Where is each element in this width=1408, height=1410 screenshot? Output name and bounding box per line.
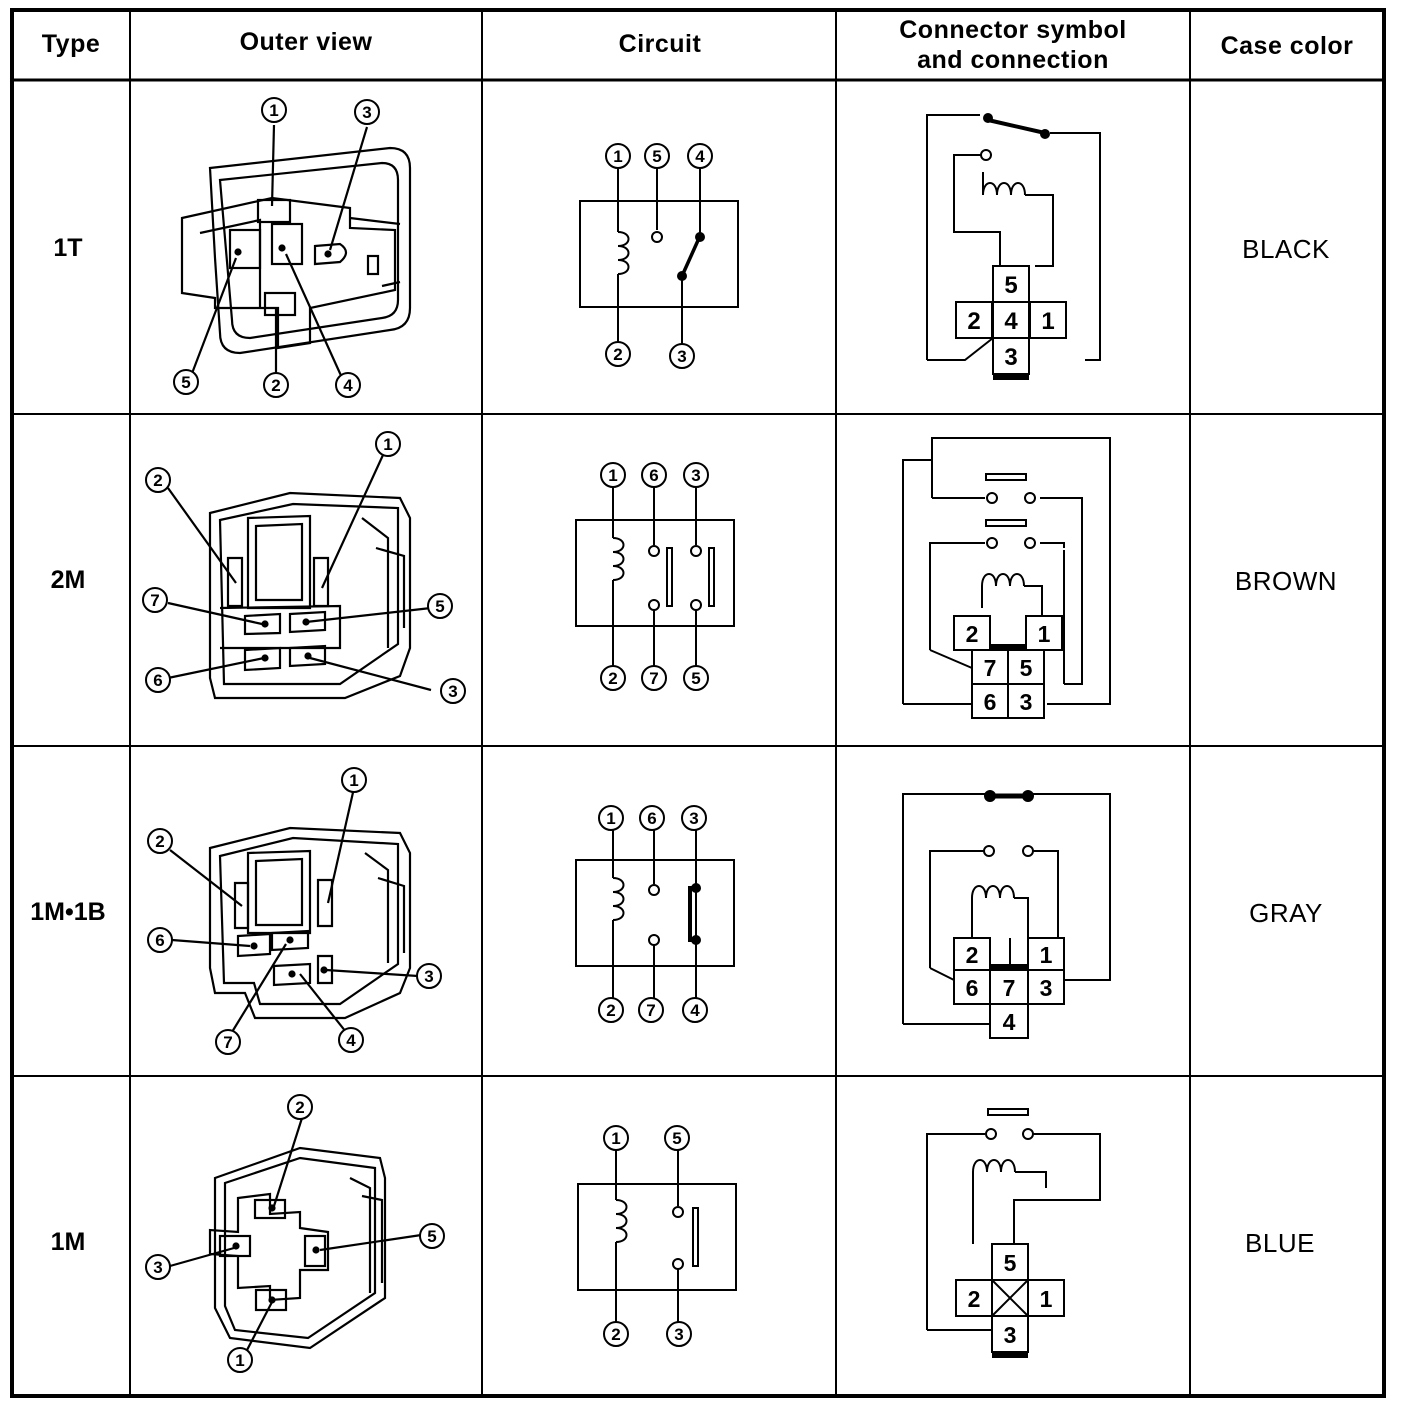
header-row: Type Outer view Circuit Connector symbol…: [42, 16, 1354, 74]
svg-text:2: 2: [966, 942, 979, 968]
svg-text:2: 2: [153, 471, 162, 490]
circuit-2m: 1 6 3 2 7 5: [575, 462, 735, 691]
svg-text:6: 6: [153, 671, 162, 690]
svg-text:7: 7: [646, 1001, 655, 1020]
svg-text:1: 1: [1040, 1286, 1053, 1312]
svg-text:3: 3: [1004, 1322, 1017, 1348]
svg-text:5: 5: [1004, 272, 1017, 299]
svg-text:6: 6: [966, 975, 979, 1001]
svg-text:4: 4: [343, 376, 353, 395]
svg-text:6: 6: [155, 931, 164, 950]
svg-text:3: 3: [674, 1325, 683, 1344]
svg-text:1: 1: [349, 771, 358, 790]
svg-text:7: 7: [1003, 975, 1016, 1001]
svg-text:6: 6: [647, 809, 656, 828]
outer-view-1t-pins: 1 3 5 2 4: [173, 97, 380, 398]
svg-text:5: 5: [691, 669, 700, 688]
circuit-1t: 1 5 4 2 3: [579, 143, 739, 369]
type-1t: 1T: [53, 234, 82, 262]
circuit-1m: 1 5 2 3: [577, 1125, 737, 1347]
svg-text:1: 1: [608, 466, 617, 485]
svg-text:1: 1: [235, 1351, 244, 1370]
svg-text:2: 2: [271, 376, 280, 395]
svg-text:7: 7: [223, 1033, 232, 1052]
svg-text:5: 5: [427, 1227, 436, 1246]
header-outer-view: Outer view: [240, 28, 373, 56]
svg-text:5: 5: [1020, 655, 1033, 681]
svg-text:2: 2: [155, 832, 164, 851]
svg-text:5: 5: [435, 597, 444, 616]
svg-text:3: 3: [424, 967, 433, 986]
circuit-1m1b: 1 6 3 2 7 4: [575, 805, 735, 1023]
header-connector-line1: Connector symbol: [899, 16, 1126, 44]
table-grid: [10, 8, 1386, 1398]
svg-text:4: 4: [690, 1001, 700, 1020]
svg-text:2: 2: [966, 621, 979, 647]
outer-view-1m1b-pins: 1 2 6 3 7 4: [147, 767, 442, 1055]
type-2m: 2M: [51, 566, 86, 594]
svg-text:1: 1: [1038, 621, 1051, 647]
svg-text:1: 1: [611, 1129, 620, 1148]
svg-text:5: 5: [652, 147, 661, 166]
svg-text:3: 3: [153, 1258, 162, 1277]
svg-text:7: 7: [649, 669, 658, 688]
svg-text:6: 6: [984, 689, 997, 715]
svg-text:3: 3: [691, 466, 700, 485]
svg-text:4: 4: [1003, 1009, 1016, 1035]
header-case-color: Case color: [1221, 32, 1354, 60]
case-color-black: BLACK: [1242, 234, 1330, 264]
type-1m: 1M: [51, 1228, 86, 1256]
svg-text:5: 5: [1004, 1250, 1017, 1276]
svg-text:3: 3: [677, 347, 686, 366]
svg-text:2: 2: [613, 345, 622, 364]
svg-text:1: 1: [269, 101, 278, 120]
outer-view-1m-pins: 2 3 5 1: [145, 1094, 445, 1373]
svg-text:2: 2: [608, 669, 617, 688]
header-circuit: Circuit: [619, 30, 702, 58]
svg-text:7: 7: [984, 655, 997, 681]
outer-view-2m: [167, 454, 432, 700]
svg-text:3: 3: [362, 103, 371, 122]
case-color-brown: BROWN: [1235, 566, 1337, 596]
svg-text:2: 2: [967, 308, 980, 335]
svg-text:3: 3: [448, 682, 457, 701]
svg-text:2: 2: [968, 1286, 981, 1312]
svg-text:4: 4: [1004, 308, 1018, 335]
relay-type-table: Type Outer view Circuit Connector symbol…: [10, 8, 1386, 1398]
svg-text:2: 2: [611, 1325, 620, 1344]
svg-text:5: 5: [672, 1129, 681, 1148]
connector-1t: 5 2 4 1 3: [926, 113, 1101, 380]
svg-text:6: 6: [649, 466, 658, 485]
outer-view-1t: [180, 124, 412, 381]
svg-text:7: 7: [150, 591, 159, 610]
connector-1m: 5 2 1 3: [926, 1108, 1101, 1358]
svg-text:1: 1: [383, 435, 392, 454]
connector-1m1b: 2 1 6 7 3 4: [902, 790, 1111, 1039]
header-type: Type: [42, 30, 101, 58]
svg-text:2: 2: [606, 1001, 615, 1020]
svg-text:3: 3: [1004, 344, 1017, 371]
connector-2m: 2 1 7 5 6 3: [902, 437, 1111, 719]
svg-text:2: 2: [295, 1098, 304, 1117]
svg-text:3: 3: [689, 809, 698, 828]
case-color-blue: BLUE: [1245, 1228, 1315, 1258]
svg-text:3: 3: [1020, 689, 1033, 715]
type-1m1b: 1M•1B: [30, 898, 105, 926]
outer-view-2m-pins: 2 1 7 5 6 3: [142, 431, 466, 704]
svg-text:1: 1: [606, 809, 615, 828]
outer-view-1m1b: [169, 787, 419, 1033]
svg-text:1: 1: [613, 147, 622, 166]
svg-text:4: 4: [346, 1031, 356, 1050]
svg-text:5: 5: [181, 373, 190, 392]
header-connector-line2: and connection: [917, 46, 1109, 74]
case-color-gray: GRAY: [1249, 898, 1323, 928]
svg-text:1: 1: [1041, 308, 1054, 335]
svg-text:4: 4: [695, 147, 705, 166]
outer-view-1m: [169, 1117, 429, 1353]
svg-text:3: 3: [1040, 975, 1053, 1001]
svg-text:1: 1: [1040, 942, 1053, 968]
